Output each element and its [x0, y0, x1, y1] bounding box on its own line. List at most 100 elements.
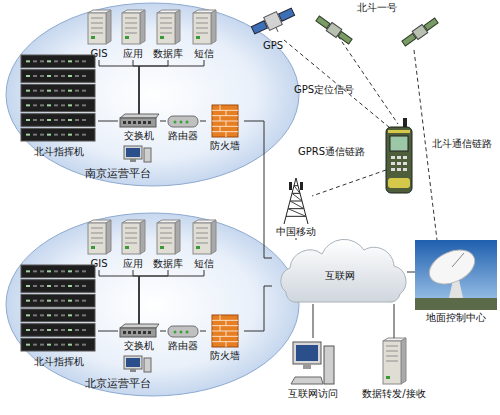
rack-port	[40, 60, 44, 62]
rack-port	[26, 60, 30, 62]
server-slot	[386, 346, 398, 347]
rack-port	[47, 75, 51, 77]
firewall-brick	[226, 110, 227, 115]
node-label: 互联网	[272, 270, 407, 282]
tower-antenna	[289, 182, 292, 190]
router-icon	[166, 114, 200, 128]
rack-port	[47, 270, 51, 272]
rack-port	[61, 285, 65, 287]
rack-port	[54, 270, 58, 272]
rack-port	[33, 270, 37, 272]
rack-port	[82, 314, 86, 316]
tower-brace	[294, 186, 300, 194]
rack-port	[26, 75, 30, 77]
server-node: 短信	[188, 10, 220, 60]
satellite	[315, 14, 354, 45]
server-slot	[386, 356, 398, 357]
firewall-brick	[212, 341, 238, 342]
server-side	[175, 10, 180, 44]
firewall-brick	[220, 105, 221, 110]
network-cable	[200, 121, 206, 122]
router-light	[180, 331, 183, 334]
command-rack: 北斗指挥机	[20, 54, 98, 158]
rack-port	[26, 104, 30, 106]
router-body	[168, 116, 198, 127]
node-label: 路由器	[166, 340, 200, 352]
server-slot	[91, 23, 103, 24]
beidou-link-line	[338, 36, 398, 124]
server-slot	[125, 243, 137, 244]
rack-port	[54, 329, 58, 331]
rack-port	[33, 314, 37, 316]
pc-stand	[303, 364, 311, 369]
server-light	[196, 246, 200, 249]
rack-port	[61, 119, 65, 121]
server-slot	[91, 228, 103, 229]
rack-port	[54, 344, 58, 346]
tower-bar	[286, 216, 306, 217]
switch-front	[120, 328, 156, 337]
tower-bar	[288, 208, 304, 209]
rack-port	[47, 104, 51, 106]
rack-port	[82, 300, 86, 302]
rack-port	[68, 270, 72, 272]
rack-port	[82, 90, 86, 92]
server-slot	[91, 243, 103, 244]
server-light	[91, 246, 95, 249]
server-slot	[125, 28, 137, 29]
pc-tower	[144, 358, 151, 372]
server-front	[193, 223, 211, 254]
gps-satellite: GPS	[250, 4, 296, 52]
pc-screen	[126, 358, 140, 367]
server-slot	[91, 33, 103, 34]
rack-port	[54, 90, 58, 92]
switch-port	[128, 121, 131, 124]
firewall-node: 防火墙	[206, 314, 244, 362]
rack-port	[47, 344, 51, 346]
server-front	[122, 223, 140, 254]
pc-screen	[126, 148, 140, 157]
rack-unit	[21, 84, 95, 97]
rack-port	[68, 90, 72, 92]
rack-port	[26, 285, 30, 287]
router-icon	[166, 324, 200, 338]
server-node: GIS	[83, 220, 115, 270]
platform-outline	[6, 213, 299, 396]
rack-port	[68, 285, 72, 287]
server-slot	[125, 228, 137, 229]
router-body	[168, 326, 198, 337]
pc-tower	[324, 346, 334, 384]
node-label: 交换机	[118, 130, 160, 142]
rack-port	[75, 60, 79, 62]
terminal-screen	[390, 136, 408, 151]
rack-port	[33, 285, 37, 287]
rack-icon	[20, 264, 98, 354]
rack-port	[47, 285, 51, 287]
rack-port	[33, 300, 37, 302]
tower-brace	[288, 209, 306, 217]
network-cable	[98, 331, 118, 332]
switch-port	[128, 331, 131, 334]
network-cable	[394, 304, 395, 338]
pc-icon	[282, 338, 344, 386]
terminal-key	[397, 156, 401, 159]
server-slot	[160, 238, 172, 239]
server-side	[211, 220, 216, 254]
server-icon	[117, 10, 149, 46]
network-cable	[160, 331, 166, 332]
server-front	[157, 13, 175, 44]
server-slot	[160, 233, 172, 234]
network-cable	[139, 270, 204, 324]
server-side	[106, 220, 111, 254]
node-label: 防火墙	[206, 140, 244, 152]
router-node: 路由器	[166, 114, 200, 142]
switch-top	[120, 324, 159, 328]
rack-port	[40, 300, 44, 302]
server-slot	[196, 233, 208, 234]
rack-unit	[21, 128, 95, 141]
server-slot	[160, 23, 172, 24]
server-side	[401, 338, 406, 384]
server-slot	[196, 33, 208, 34]
rack-port	[61, 134, 65, 136]
switch-icon	[118, 324, 160, 338]
